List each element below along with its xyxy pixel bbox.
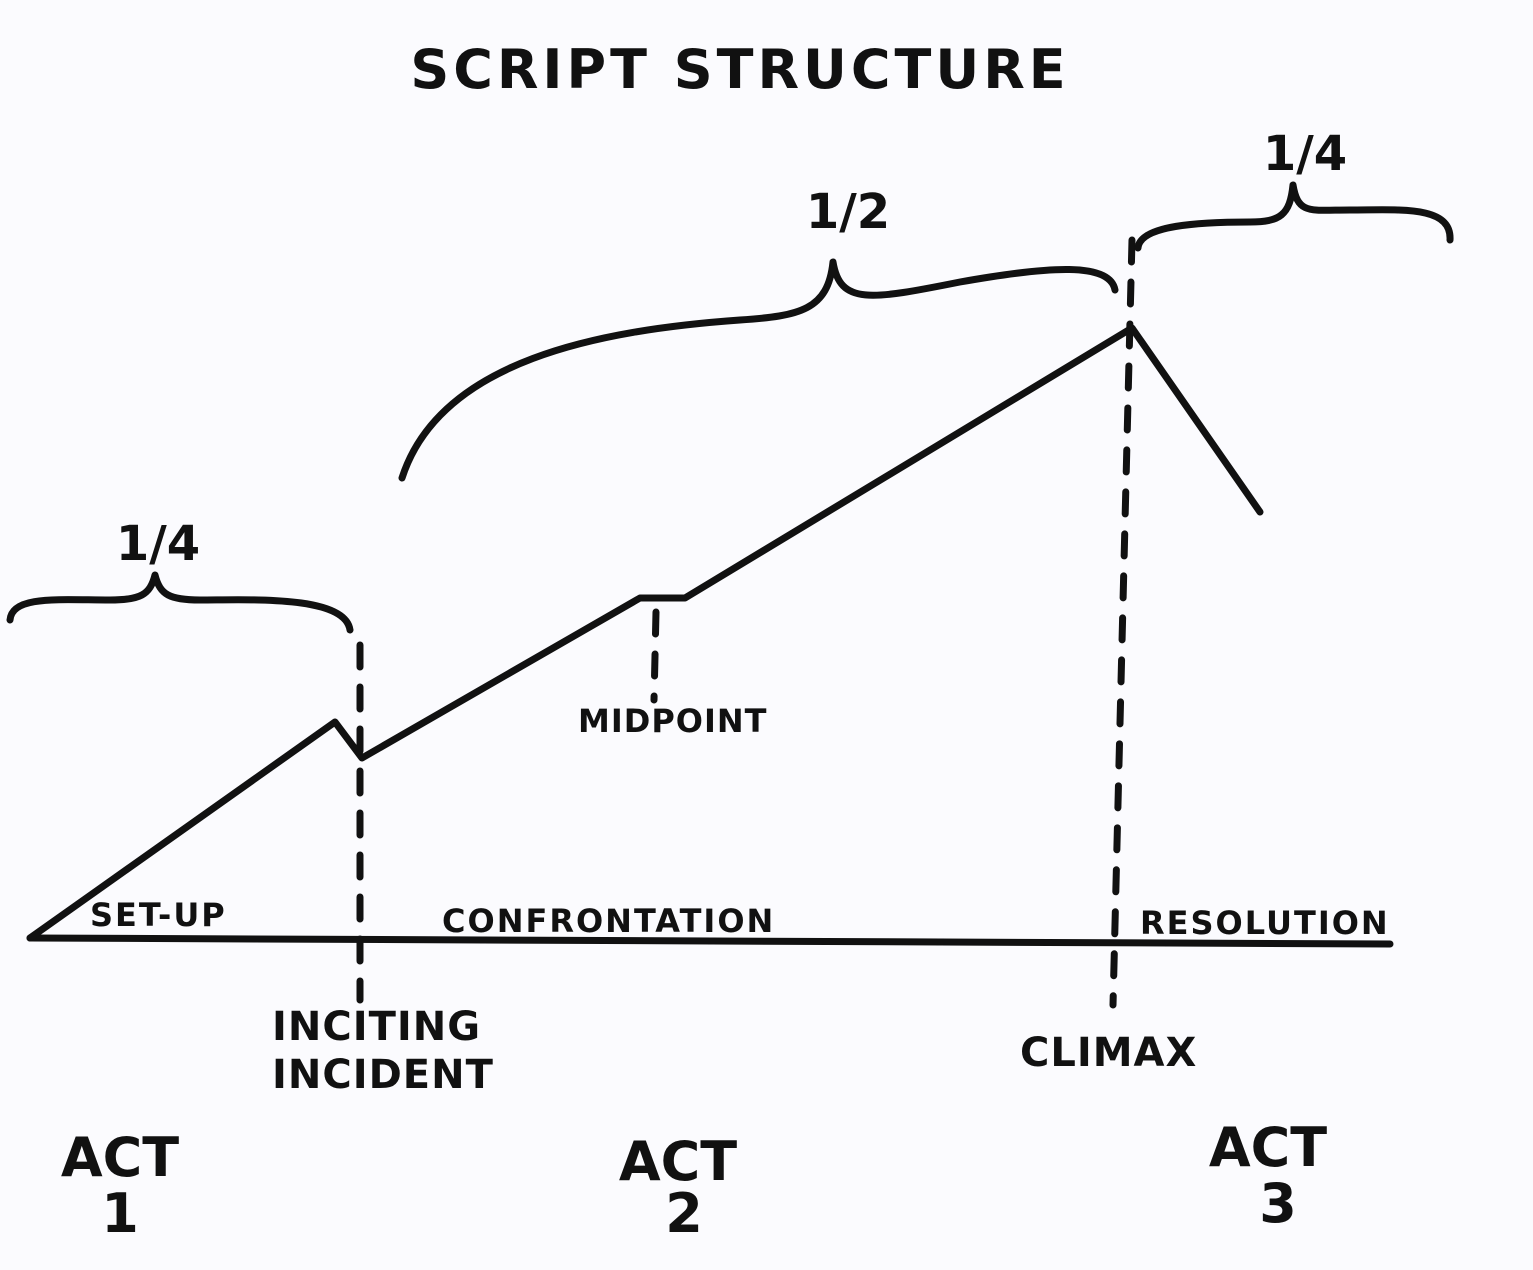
act1-label: ACT <box>61 1126 179 1189</box>
act2-label: ACT <box>619 1130 737 1193</box>
act3-fraction: 1/4 <box>1263 126 1347 182</box>
diagram-title: SCRIPT STRUCTURE <box>410 38 1069 101</box>
confrontation-label: CONFRONTATION <box>442 902 775 940</box>
act1-number: 1 <box>101 1182 139 1245</box>
inciting-incident-label-line1: INCITING <box>272 1004 481 1050</box>
resolution-label: RESOLUTION <box>1140 904 1390 942</box>
act2-brace <box>398 258 1119 482</box>
act1-brace <box>6 571 354 634</box>
timeline-baseline <box>26 934 1394 948</box>
act1-fraction: 1/4 <box>116 516 200 572</box>
tension-arc-line <box>26 324 1264 942</box>
act3-label: ACT <box>1209 1116 1327 1179</box>
climax-label: CLIMAX <box>1020 1030 1197 1076</box>
act3-number: 3 <box>1259 1172 1297 1235</box>
setup-label: SET-UP <box>90 896 227 934</box>
climax-divider <box>1109 236 1136 1009</box>
midpoint-label: MIDPOINT <box>578 702 767 740</box>
act2-fraction: 1/2 <box>806 184 890 240</box>
act2-number: 2 <box>665 1182 703 1245</box>
inciting-incident-label-line2: INCIDENT <box>272 1052 494 1098</box>
midpoint-divider <box>650 608 660 704</box>
act3-brace <box>1134 181 1454 252</box>
